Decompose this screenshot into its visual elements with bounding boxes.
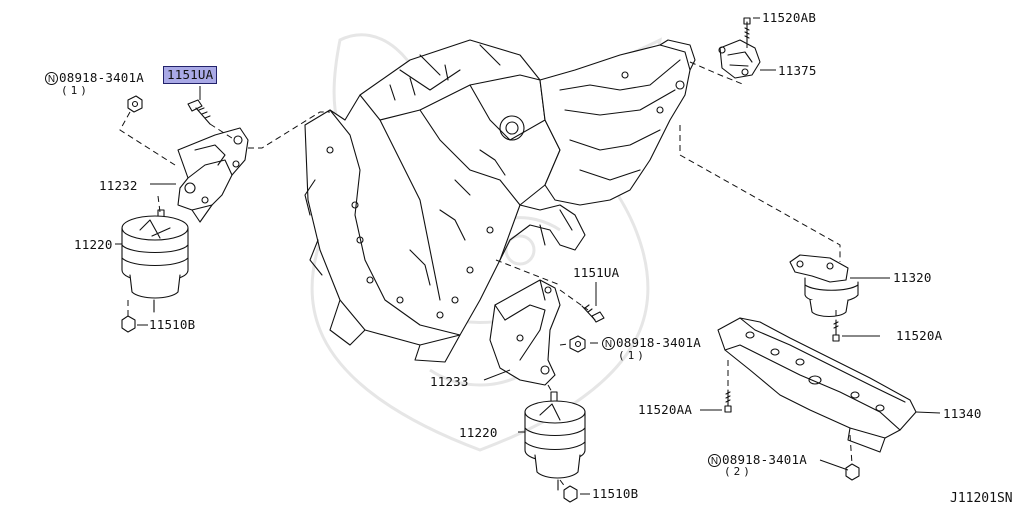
nut-11510b-left <box>121 315 136 333</box>
engine-block <box>304 39 561 363</box>
bracket-11233 <box>489 279 561 386</box>
leader-lines <box>115 17 941 495</box>
assembly-guide-lines <box>119 42 853 489</box>
label-08918-3401a-mid[interactable]: 08918-3401A <box>616 335 701 350</box>
label-11510b-bottom[interactable]: 11510B <box>592 486 639 501</box>
nut-bottom <box>845 463 860 481</box>
nut-top <box>127 95 143 113</box>
nut-11510b-bottom <box>563 485 578 503</box>
transmission <box>499 39 696 261</box>
label-11340[interactable]: 11340 <box>943 406 982 421</box>
bracket-11232 <box>177 127 249 223</box>
engine-mount-11220-left <box>121 209 189 313</box>
diagram-code: J11201SN <box>950 491 1013 506</box>
label-08918-3401a-top[interactable]: 08918-3401A <box>59 70 144 85</box>
qty-mid: (1) <box>618 349 647 362</box>
label-1151ua-mid[interactable]: 1151UA <box>573 265 620 280</box>
label-11520ab[interactable]: 11520AB <box>762 10 817 25</box>
rear-mount-11320 <box>789 254 859 318</box>
qty-top: (1) <box>61 84 90 97</box>
nut-mid <box>569 335 586 353</box>
label-1151ua-top[interactable]: 1151UA <box>163 66 218 84</box>
label-11232[interactable]: 11232 <box>99 178 138 193</box>
engine-mount-11220-bottom <box>524 391 586 491</box>
label-08918-3401a-bottom[interactable]: 08918-3401A <box>722 452 807 467</box>
qty-bottom: (2) <box>724 465 753 478</box>
insulator-11375 <box>718 17 761 79</box>
label-11520aa[interactable]: 11520AA <box>638 402 693 417</box>
bolt-1151ua-top <box>187 99 211 125</box>
label-11320[interactable]: 11320 <box>893 270 932 285</box>
bolt-1151ua-mid <box>581 304 605 323</box>
label-11510b-left[interactable]: 11510B <box>149 317 196 332</box>
label-11520a[interactable]: 11520A <box>896 328 943 343</box>
n-mark-icon: N <box>45 72 58 85</box>
label-11220-left[interactable]: 11220 <box>74 237 113 252</box>
crossmember-11340 <box>717 317 917 453</box>
n-mark-icon: N <box>708 454 721 467</box>
label-11233[interactable]: 11233 <box>430 374 469 389</box>
bolt-11520aa <box>724 389 732 413</box>
bolt-11520a <box>832 319 840 342</box>
label-11220-bottom[interactable]: 11220 <box>459 425 498 440</box>
n-mark-icon: N <box>602 337 615 350</box>
label-11375[interactable]: 11375 <box>778 63 817 78</box>
